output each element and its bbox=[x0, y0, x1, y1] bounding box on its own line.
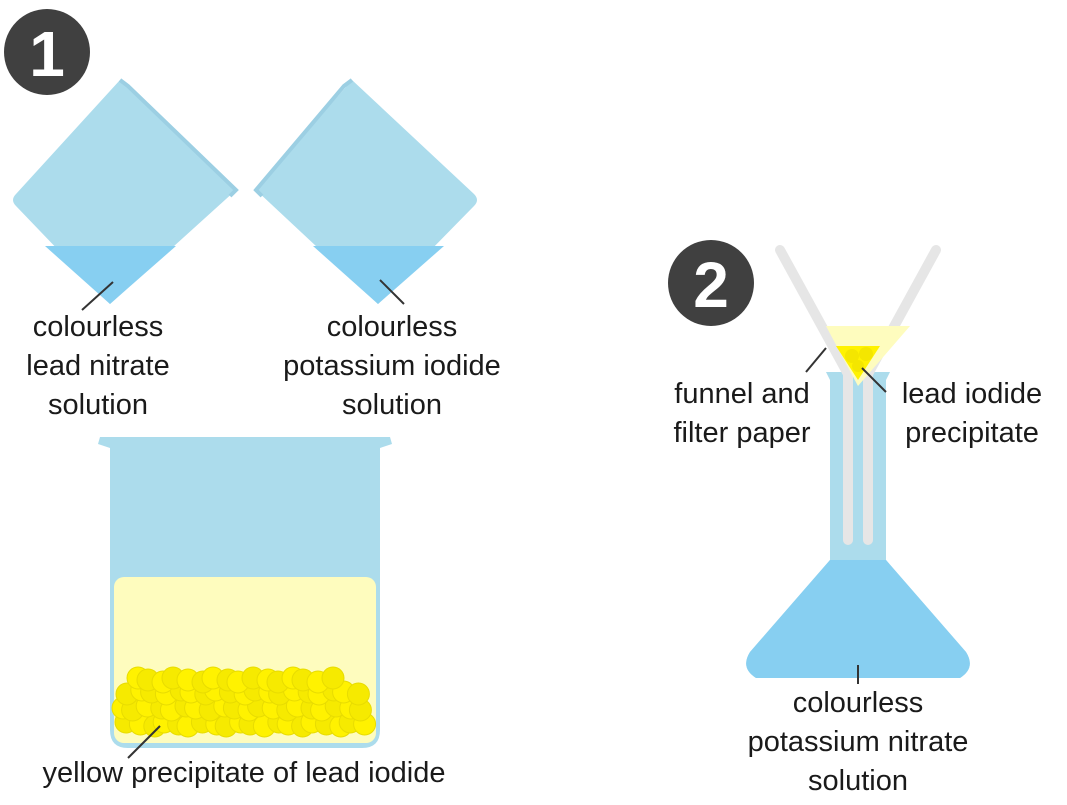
potassium-nitrate-label-line-2: potassium nitrate bbox=[748, 726, 969, 758]
yellow-precipitate-label: yellow precipitate of lead iodide bbox=[42, 757, 445, 789]
step-1-badge: 1 bbox=[4, 9, 90, 95]
precipitate-leader-line bbox=[127, 725, 161, 759]
potassium-iodide-label-line-3: solution bbox=[342, 389, 442, 421]
mixing-beaker-icon bbox=[98, 437, 392, 748]
funnel-label-line-2: filter paper bbox=[673, 417, 810, 449]
potassium-iodide-label-line-1: colourless bbox=[327, 311, 458, 343]
step-1-number: 1 bbox=[29, 18, 65, 90]
lead-iodide-label-line-2: precipitate bbox=[905, 417, 1039, 449]
step-2-badge: 2 bbox=[668, 240, 754, 326]
potassium-nitrate-label-line-1: colourless bbox=[793, 687, 924, 719]
potassium-iodide-beaker-icon bbox=[253, 78, 477, 304]
funnel-label-line-1: funnel and bbox=[674, 378, 809, 410]
potassium-nitrate-label-line-3: solution bbox=[808, 765, 908, 797]
lead-iodide-label-line-1: lead iodide bbox=[902, 378, 1042, 410]
lead-nitrate-label-line-1: colourless bbox=[33, 311, 164, 343]
conical-flask-icon bbox=[746, 372, 970, 678]
lead-nitrate-beaker-icon bbox=[13, 78, 239, 304]
precipitate-particle bbox=[321, 666, 345, 690]
funnel-leader-line bbox=[805, 347, 827, 373]
lead-iodide-leader-line bbox=[861, 367, 887, 393]
potassium-iodide-leader-line bbox=[379, 279, 405, 305]
lead-nitrate-label-line-2: lead nitrate bbox=[26, 350, 170, 382]
precipitate-particle bbox=[346, 682, 370, 706]
lead-nitrate-label-line-3: solution bbox=[48, 389, 148, 421]
lead-nitrate-leader-line bbox=[81, 281, 114, 311]
potassium-iodide-label-line-2: potassium iodide bbox=[283, 350, 501, 382]
funnel-icon bbox=[775, 245, 941, 545]
yellow-precipitate-particles bbox=[111, 666, 377, 738]
step-2-number: 2 bbox=[693, 249, 729, 321]
